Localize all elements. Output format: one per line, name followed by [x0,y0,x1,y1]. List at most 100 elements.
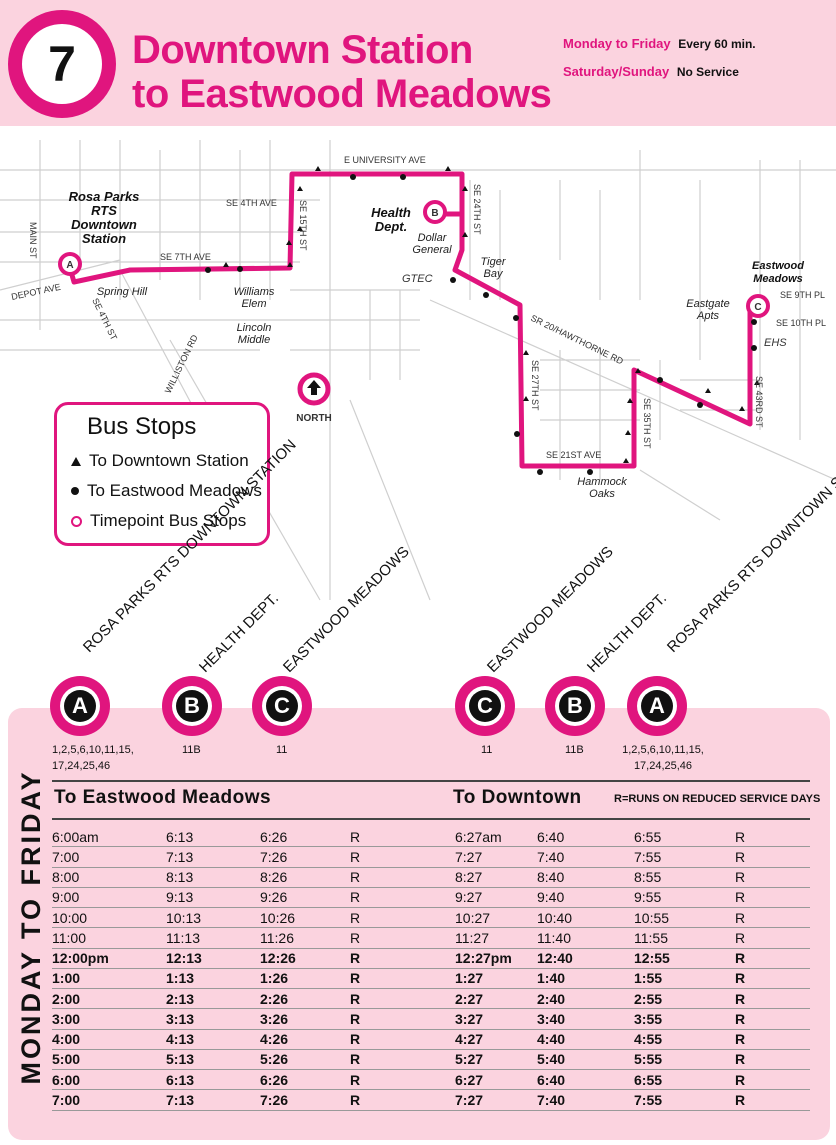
table-cell: R [350,887,455,909]
dot-icon [71,487,79,495]
triangle-icon [71,456,81,466]
legend-item-label: To Downtown Station [89,451,249,470]
timepoint-letter: A [641,690,673,722]
bus-stops-legend: Bus Stops To Downtown Station To Eastwoo… [54,402,270,546]
route-map: A B C Rosa Parks RTS Downtown Station He… [0,140,836,601]
svg-text:B: B [431,208,438,219]
legend-title: Bus Stops [87,413,197,440]
timepoint-routes: 11 [276,744,288,756]
table-cell: 5:13 [166,1049,260,1071]
table-cell: 7:27 [455,1089,537,1111]
table-cell: 7:00 [52,1089,166,1111]
map-label-eastwood-meadows: Eastwood Meadows [752,260,804,285]
place-label: Williams Elem [233,286,275,310]
place-label: Lincoln Middle [236,322,272,346]
table-cell: 7:00 [52,846,166,868]
timepoint-letter: B [176,690,208,722]
street-label: SE 4TH AVE [226,198,277,208]
table-cell: R [350,1029,455,1050]
table-cell: 1:55 [634,968,735,990]
table-cell: R [735,827,810,848]
table-cell: 11:00 [52,927,166,949]
title-line-2: to Eastwood Meadows [132,72,552,116]
table-cell: 3:55 [634,1008,735,1030]
table-cell: R [350,1089,455,1111]
table-cell: 7:13 [166,846,260,868]
table-cell: 7:55 [634,1089,735,1111]
street-label: MAIN ST [28,222,38,259]
table-cell: 9:13 [166,887,260,909]
table-cell: 2:55 [634,988,735,1010]
street-label: SE 35TH ST [642,398,652,449]
table-cell: 11:55 [634,927,735,949]
table-cell: 12:40 [537,948,634,969]
timepoint-b-badge: B [545,676,605,736]
table-cell: 6:27am [455,827,537,848]
table-cell: R [350,827,455,848]
table-cell: 5:26 [260,1049,350,1071]
route-title: Downtown Station to Eastwood Meadows [132,28,552,116]
table-cell: 12:00pm [52,948,166,969]
timepoint-letter: C [266,690,298,722]
table-cell: 4:27 [455,1029,537,1050]
table-cell: 1:40 [537,968,634,990]
table-cell: R [735,988,810,1010]
timepoint-letter: C [469,690,501,722]
table-cell: 5:00 [52,1049,166,1071]
table-cell: 4:40 [537,1029,634,1050]
table-cell: 8:55 [634,867,735,888]
table-cell: 1:00 [52,968,166,990]
table-cell: 10:26 [260,907,350,929]
day-label-text: MONDAY TO FRIDAY [16,769,46,1085]
table-cell: R [350,948,455,969]
table-cell: R [350,907,455,929]
map-label-downtown-station: Rosa Parks RTS Downtown Station [69,190,140,246]
table-cell: 7:27 [455,846,537,868]
timepoint-routes: 1,2,5,6,10,11,15, 17,24,25,46 [622,744,704,772]
table-cell: 11:26 [260,927,350,949]
table-cell: R [735,1008,810,1030]
street-label: SE 10TH PL [776,318,826,328]
timepoint-c-badge: C [252,676,312,736]
table-cell: R [350,988,455,1010]
timepoint-routes: 11B [565,744,584,756]
table-cell: 8:00 [52,867,166,888]
table-cell: 10:27 [455,907,537,929]
table-cell: 3:40 [537,1008,634,1030]
street-grid [0,140,836,601]
place-label: Eastgate Apts [686,298,730,322]
table-cell: 6:55 [634,827,735,848]
timepoint-a-marker: A [58,252,82,276]
table-cell: R [350,1008,455,1030]
route-badge: 7 [8,10,116,118]
table-cell: R [735,887,810,909]
table-cell: 8:13 [166,867,260,888]
table-cell: 9:40 [537,887,634,909]
table-cell: R [735,1029,810,1050]
table-cell: 1:27 [455,968,537,990]
table-cell: 7:55 [634,846,735,868]
direction-inbound: To Downtown [453,787,582,808]
service-weekend-value: No Service [676,65,739,79]
table-cell: 2:00 [52,988,166,1010]
reduced-service-note: R=RUNS ON REDUCED SERVICE DAYS [614,793,821,805]
table-cell: R [350,1069,455,1091]
table-cell: 11:27 [455,927,537,949]
table-cell: 10:13 [166,907,260,929]
timepoint-routes: 1,2,5,6,10,11,15, 17,24,25,46 [52,744,134,772]
table-cell: 6:26 [260,1069,350,1091]
legend-item-timepoint: Timepoint Bus Stops [71,511,246,531]
table-cell: R [350,968,455,990]
table-cell: R [735,867,810,888]
table-cell: R [735,1069,810,1091]
table-cell: R [735,846,810,868]
